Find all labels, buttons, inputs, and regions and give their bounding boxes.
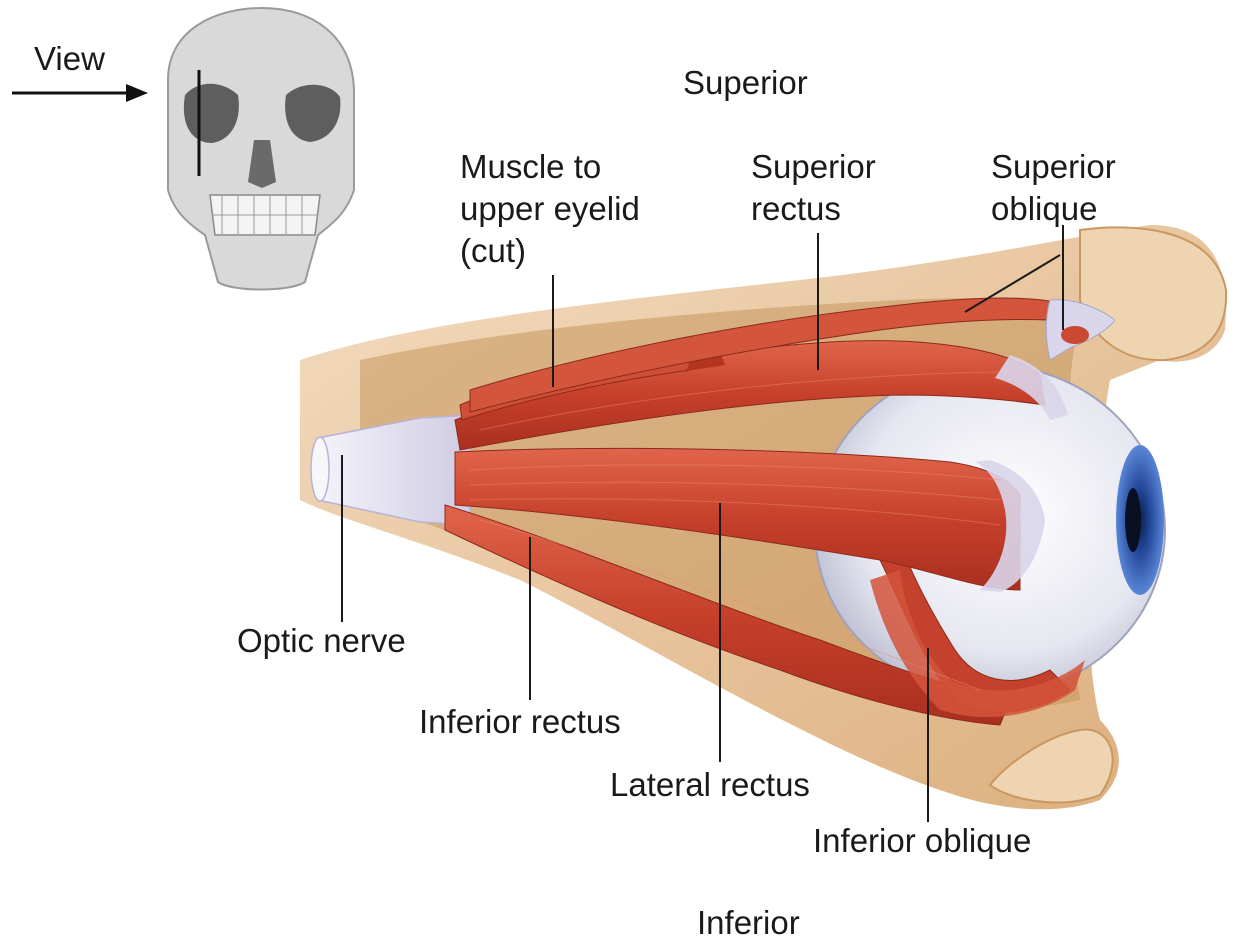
trochlea <box>1061 326 1089 344</box>
inferior-orientation-label: Inferior <box>697 902 800 944</box>
label-muscle-to-upper-eyelid: Muscle to upper eyelid (cut) <box>460 146 640 272</box>
view-arrow <box>12 84 148 102</box>
view-label: View <box>34 38 105 80</box>
label-lateral-rectus: Lateral rectus <box>610 764 810 806</box>
label-superior-rectus: Superior rectus <box>751 146 876 230</box>
label-line: Muscle to <box>460 146 640 188</box>
label-line: Superior <box>751 146 876 188</box>
skull-icon <box>168 8 354 290</box>
label-line: rectus <box>751 188 876 230</box>
label-line: (cut) <box>460 230 640 272</box>
label-inferior-oblique: Inferior oblique <box>813 820 1031 862</box>
superior-orientation-label: Superior <box>683 62 808 104</box>
label-inferior-rectus: Inferior rectus <box>419 701 621 743</box>
label-optic-nerve: Optic nerve <box>237 620 406 662</box>
pupil <box>1125 488 1141 552</box>
label-superior-oblique: Superior oblique <box>991 146 1116 230</box>
label-line: oblique <box>991 188 1116 230</box>
label-line: Superior <box>991 146 1116 188</box>
label-line: upper eyelid <box>460 188 640 230</box>
